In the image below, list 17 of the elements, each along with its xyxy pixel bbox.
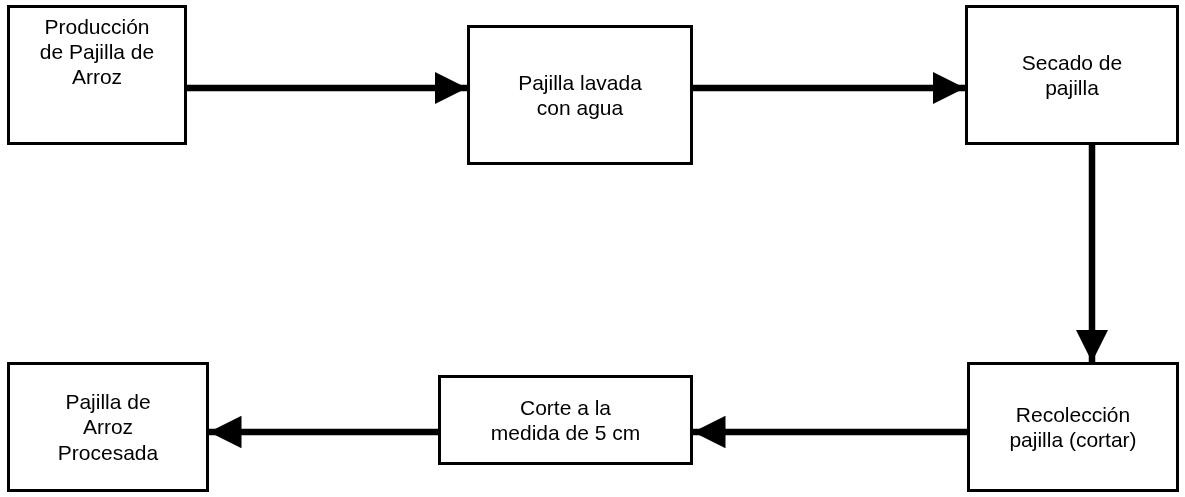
process-box — [438, 375, 693, 465]
arrow — [693, 415, 967, 449]
process-box — [467, 25, 693, 165]
process-box — [7, 5, 187, 145]
process-box — [965, 5, 1179, 145]
step-label: Corte a la medida de 5 cm — [489, 394, 642, 446]
arrow — [209, 415, 438, 449]
arrow — [693, 71, 965, 105]
step-label: Secado de pajilla — [1020, 49, 1124, 101]
process-box — [967, 362, 1179, 492]
step-label: Pajilla de Arroz Procesada — [57, 389, 159, 465]
arrow — [1075, 145, 1109, 362]
process-box — [7, 362, 209, 492]
step-label: Pajilla lavada con agua — [517, 69, 643, 121]
arrow — [187, 71, 467, 105]
step-label: Recolección pajilla (cortar) — [1008, 401, 1138, 453]
step-label: Producción de Pajilla de Arroz — [38, 14, 156, 90]
